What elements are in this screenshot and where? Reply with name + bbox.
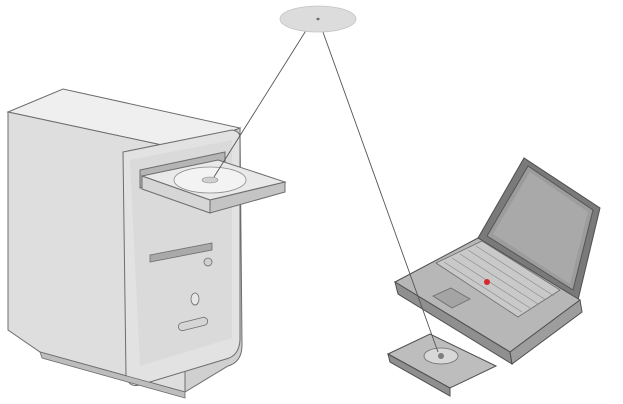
connector-line-laptop [319,21,438,352]
laptop-tray-disc-hub [438,353,444,359]
cd-disc-hole [316,18,319,20]
floppy-eject-button [204,258,212,266]
desktop-tray-disc-hub [202,177,218,183]
trackpoint [484,279,490,285]
cd-disc [280,6,356,32]
desktop-computer [8,89,285,398]
laptop-computer [388,158,600,396]
power-button [191,293,199,305]
connector-line-desktop [214,21,312,177]
